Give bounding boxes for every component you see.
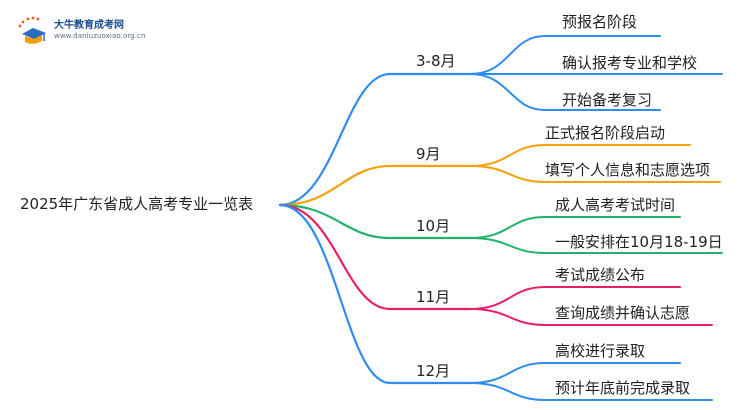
leaf-connector [469, 308, 713, 326]
site-logo: 大牛教育成考网 www.daniuzuoxiao.org.cn [14, 14, 164, 48]
branch-month-label: 9月 [416, 145, 441, 163]
branch-month-label: 3-8月 [416, 52, 456, 70]
branch-leaf-label: 成人高考考试时间 [555, 196, 676, 214]
branch-month-label: 10月 [416, 217, 451, 235]
mindmap-root-label: 2025年广东省成人高考专业一览表 [20, 195, 254, 213]
branch-leaf-label: 确认报考专业和学校 [562, 54, 698, 72]
leaf-connector [469, 144, 691, 167]
logo-title: 大牛教育成考网 [54, 20, 124, 31]
branch-leaf-label: 考试成绩公布 [555, 266, 646, 284]
branch-connector [278, 203, 472, 311]
branch-connector [278, 203, 472, 385]
branch-month-label: 11月 [416, 288, 451, 306]
branch-leaf-label: 开始备考复习 [562, 91, 653, 109]
branch-connector [278, 203, 472, 240]
leaf-connector [469, 237, 723, 254]
leaf-connector [469, 362, 681, 384]
leaf-connector [469, 216, 681, 239]
graduation-cap-logo-icon [18, 16, 46, 44]
branch-leaf-label: 高校进行录取 [555, 342, 646, 360]
branch-month-label: 12月 [416, 362, 451, 380]
leaf-connector [469, 382, 713, 401]
leaf-connector [469, 286, 681, 310]
leaf-connector [469, 73, 661, 111]
branch-connector [278, 72, 472, 207]
branch-leaf-label: 填写个人信息和志愿选项 [545, 161, 711, 179]
branch-leaf-label: 一般安排在10月18-19日 [555, 233, 723, 251]
logo-url: www.daniuzuoxiao.org.cn [54, 32, 146, 40]
branch-leaf-label: 查询成绩并确认志愿 [555, 304, 691, 322]
branch-leaf-label: 预计年底前完成录取 [555, 379, 691, 397]
leaf-connector [469, 35, 661, 75]
branch-connector [278, 164, 472, 207]
leaf-connector [469, 165, 721, 183]
branch-leaf-label: 正式报名阶段启动 [545, 124, 666, 142]
branch-leaf-label: 预报名阶段 [562, 13, 638, 31]
